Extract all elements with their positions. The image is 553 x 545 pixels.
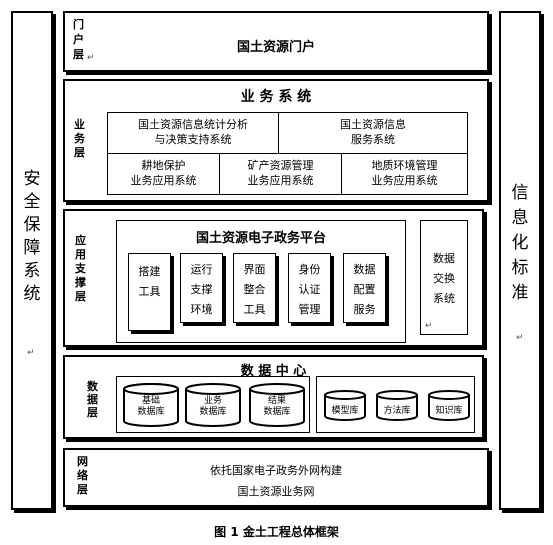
network-line-2: 国土资源业务网 [237, 485, 315, 498]
cell-line: 与决策支持系统 [154, 133, 232, 146]
cell-line: 服务系统 [351, 133, 395, 146]
data-center-title: 数 据 中 心 [240, 364, 307, 379]
platform-module-data-config: 数据 配置 服务 [343, 253, 386, 323]
cell-line: 业务应用系统 [371, 174, 438, 187]
cell-line: 耕地保护 [141, 159, 186, 172]
db-cylinder-model: 模型库 [323, 389, 367, 427]
cell-line: 业务应用系统 [130, 174, 197, 187]
business-layer: 业 务 层 业 务 系 统 国土资源信息统计分析 与决策支持系统 国土资源信息 … [63, 79, 489, 202]
data-layer: 数 据 层 数 据 中 心 基础数据库 业务数据库 结果数据库 模型库 [63, 355, 484, 439]
db-cylinder-result: 结果数据库 [248, 382, 306, 433]
portal-title: 国土资源门户 [236, 40, 315, 55]
db-cylinder-method: 方法库 [375, 389, 419, 427]
cell-line: 国土资源信息 [340, 118, 406, 131]
db-cylinder-knowledge: 知识库 [427, 389, 471, 427]
db-cylinder-business: 业务数据库 [184, 382, 242, 433]
business-systems-grid: 国土资源信息统计分析 与决策支持系统 国土资源信息 服务系统 耕地保护 业务应用… [107, 112, 468, 195]
network-layer-label: 网 络 层 [77, 455, 88, 496]
network-line-1: 依托国家电子政务外网构建 [210, 464, 342, 477]
portal-layer: 门 户 层 ↵ 国土资源门户 [63, 11, 489, 72]
business-cell-info-service: 国土资源信息 服务系统 [278, 112, 468, 154]
cell-line: 国土资源信息统计分析 [138, 118, 248, 131]
informatization-standard-label: 信 息 化 标 准 [511, 183, 529, 303]
business-systems-title: 业 务 系 统 [240, 89, 312, 105]
security-system-pillar: 安 全 保 障 系 统 ↵ [11, 11, 53, 510]
business-cell-statistics-decision: 国土资源信息统计分析 与决策支持系统 [107, 112, 279, 154]
data-layer-label: 数 据 层 [87, 380, 98, 419]
e-government-platform: 国土资源电子政务平台 搭建 工具 运行 支撑 环境 界面 整合 工具 身份 [116, 220, 406, 343]
business-cell-mineral-management: 矿产资源管理 业务应用系统 [219, 153, 342, 195]
business-cell-geo-environment: 地质环境管理 业务应用系统 [341, 153, 468, 195]
cell-line: 地质环境管理 [371, 159, 438, 172]
figure-caption: 图 1 金土工程总体框架 [214, 525, 339, 539]
informatization-standard-pillar: 信 息 化 标 准 ↵ [499, 11, 541, 510]
db-cylinder-basic: 基础数据库 [122, 382, 180, 433]
return-mark: ↵ [87, 53, 95, 63]
portal-layer-label: 门 户 层 [73, 18, 84, 61]
platform-module-runtime-env: 运行 支撑 环境 [180, 253, 223, 323]
cell-line: 矿产资源管理 [247, 159, 314, 172]
application-support-layer: 应 用 支 撑 层 国土资源电子政务平台 搭建 工具 运行 支撑 环境 界面 整… [63, 209, 484, 347]
return-mark: ↵ [27, 348, 35, 358]
return-mark: ↵ [516, 333, 524, 343]
data-exchange-system: 数据 交换 系统 ↵ [420, 220, 468, 335]
application-support-layer-label: 应 用 支 撑 层 [75, 234, 86, 303]
platform-module-build-tool: 搭建 工具 [128, 253, 171, 331]
core-databases-group: 基础数据库 业务数据库 结果数据库 [116, 376, 310, 433]
security-system-label: 安 全 保 障 系 统 [23, 169, 41, 304]
platform-module-ui-integration: 界面 整合 工具 [233, 253, 276, 323]
network-layer: 网 络 层 依托国家电子政务外网构建 国土资源业务网 [63, 448, 489, 507]
knowledge-bases-group: 模型库 方法库 知识库 [316, 376, 475, 433]
platform-module-identity-auth: 身份 认证 管理 [288, 253, 331, 323]
return-mark: ↵ [425, 321, 433, 331]
business-cell-farmland-protection: 耕地保护 业务应用系统 [107, 153, 220, 195]
business-layer-label: 业 务 层 [74, 118, 85, 159]
cell-line: 业务应用系统 [247, 174, 314, 187]
platform-title: 国土资源电子政务平台 [195, 231, 326, 246]
